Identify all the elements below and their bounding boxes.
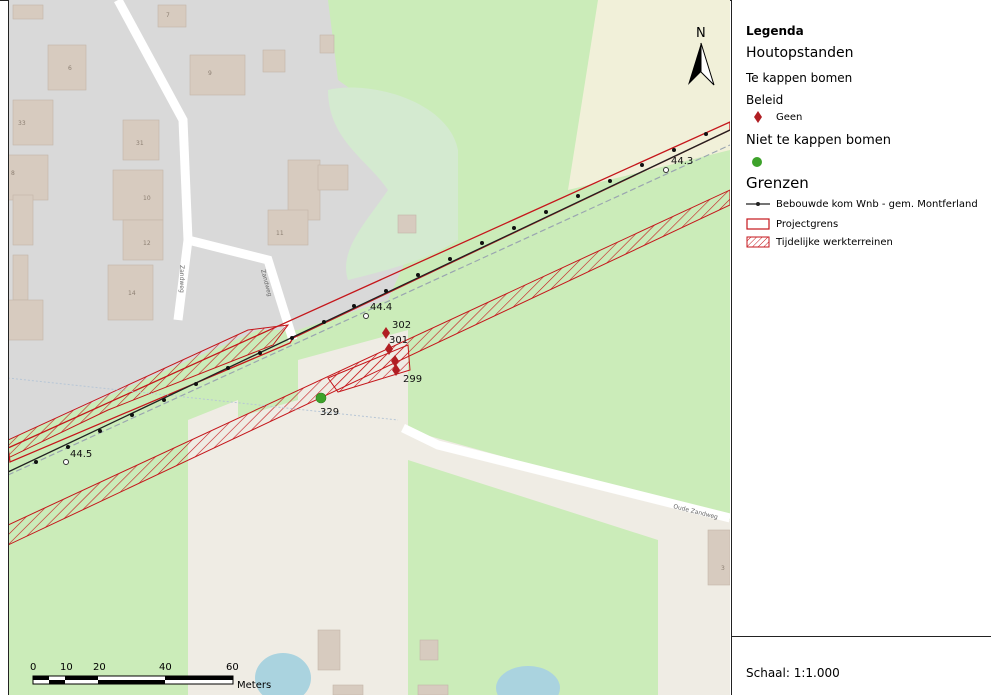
legend-group-houtopstanden: Houtopstanden [746, 45, 854, 61]
work-area-center [327, 344, 411, 393]
scale-tick-20: 20 [93, 662, 106, 673]
legend-item-werkterreinen: Tijdelijke werkterreinen [746, 236, 893, 248]
outline-rect-icon [746, 218, 770, 230]
legend-item-projectgrens: Projectgrens [746, 218, 838, 230]
street-label-zandweg-1: Zandweg [178, 265, 185, 293]
tree-label-299: 299 [403, 374, 422, 385]
house-number-7: 7 [166, 12, 170, 19]
water-pond-right [496, 666, 560, 695]
legend-item-bebouwde-kom: Bebouwde kom Wnb - gem. Montferland [746, 198, 978, 210]
road-oude-zandweg [401, 423, 730, 523]
dashed-line [8, 144, 730, 476]
legend-group-grenzen: Grenzen [746, 174, 809, 192]
legend-item-geen-label: Geen [776, 111, 803, 123]
dotted-line-blue [8, 377, 399, 421]
tree-marker-299a [391, 355, 399, 367]
path-lower [188, 400, 238, 695]
km-markers: 44.3 44.4 44.5 [63, 156, 693, 465]
trees-to-cut: 302 301 299 [382, 320, 422, 385]
north-arrow: N [688, 26, 715, 86]
house-number-8: 31 [136, 140, 144, 147]
tree-marker-301 [385, 343, 393, 355]
scale-tick-10: 10 [60, 662, 73, 673]
tree-label-301: 301 [389, 335, 408, 346]
house-number-33: 33 [18, 120, 26, 127]
legend-sub-niet-te-kappen: Niet te kappen bomen [746, 133, 892, 148]
legend-item-geen: Geen [746, 111, 802, 123]
scale-bar: 0 10 20 40 60 Meters [30, 662, 271, 691]
legend-sub-beleid: Beleid [746, 93, 784, 107]
km-label-44-4: 44.4 [370, 302, 392, 313]
house-number-31: 8 [11, 170, 15, 177]
road-zandweg-branch [173, 239, 193, 321]
park-patch [328, 87, 458, 280]
scale-tick-60: 60 [226, 662, 239, 673]
legend-item-projectgrens-label: Projectgrens [776, 218, 839, 230]
km-label-44-3: 44.3 [671, 156, 693, 167]
house-number-12: 12 [143, 240, 151, 247]
north-label: N [696, 26, 706, 41]
house-number-9: 9 [208, 70, 212, 77]
legend-panel: Legenda Houtopstanden Te kappen bomen Be… [731, 0, 991, 695]
scale-tick-40: 40 [159, 662, 172, 673]
scale-unit: Meters [237, 680, 271, 691]
legend-sub-te-kappen: Te kappen bomen [746, 71, 853, 85]
bebouwde-kom-line [8, 129, 730, 473]
path-center [228, 330, 408, 695]
house-number-11: 11 [276, 230, 284, 237]
residential-area [8, 0, 428, 440]
house-number-3: 3 [721, 565, 725, 572]
house-number-14: 14 [128, 290, 136, 297]
tree-marker-299b [392, 364, 400, 376]
scale-text: Schaal: 1:1.000 [746, 666, 840, 680]
legend-title: Legenda [746, 24, 804, 38]
map-view[interactable]: 7 6 9 33 31 8 10 11 12 14 3 Zandweg Zand… [8, 0, 730, 695]
diamond-icon [754, 111, 762, 123]
tree-marker-302 [382, 327, 390, 339]
dotted-line-icon [746, 202, 770, 206]
legend-item-bebouwde-kom-label: Bebouwde kom Wnb - gem. Montferland [776, 198, 978, 210]
tree-label-302: 302 [392, 320, 411, 331]
legend-item-werkterreinen-label: Tijdelijke werkterreinen [776, 236, 893, 248]
house-number-10: 10 [143, 195, 151, 202]
km-label-44-5: 44.5 [70, 449, 92, 460]
green-dot-icon [752, 157, 762, 167]
scale-tick-0: 0 [30, 662, 36, 673]
house-numbers: 7 6 9 33 31 8 10 11 12 14 3 [11, 12, 725, 572]
hatched-rect-icon [746, 236, 770, 248]
buildings [8, 4, 730, 695]
water-pond-left [255, 653, 311, 695]
house-number-6: 6 [68, 65, 72, 72]
tree-marker-329 [315, 392, 327, 404]
tree-label-329: 329 [320, 407, 339, 418]
field-top-right [568, 0, 730, 190]
frame-left [8, 0, 9, 695]
work-area-left [8, 324, 290, 459]
legend-separator [732, 636, 991, 637]
